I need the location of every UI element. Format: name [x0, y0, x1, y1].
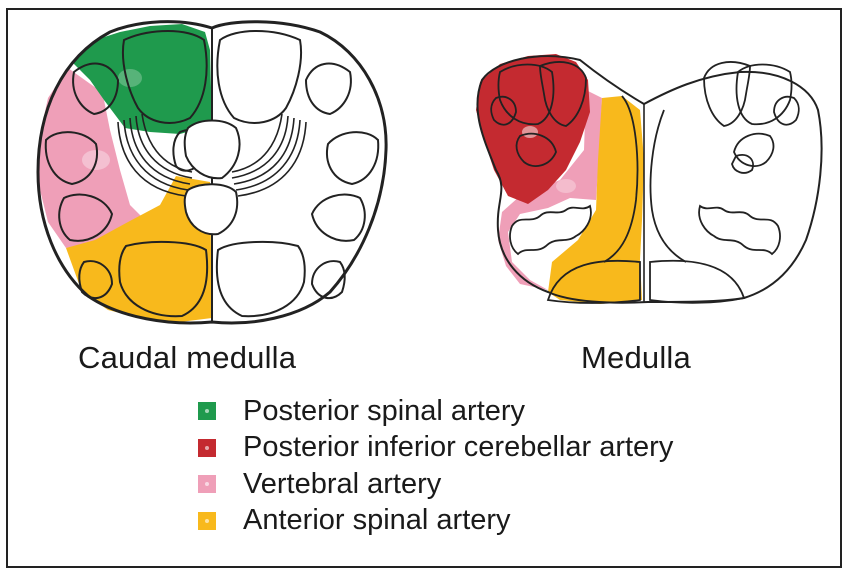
- legend-label: Posterior inferior cerebellar artery: [243, 431, 674, 464]
- legend-item-pica: Posterior inferior cerebellar artery: [198, 430, 673, 467]
- caudal-medulla-section: [36, 20, 388, 325]
- legend-label: Posterior spinal artery: [243, 394, 526, 427]
- caudal-vertebral-territory: [38, 68, 150, 248]
- legend-swatch: [198, 511, 216, 530]
- caption-medulla: Medulla: [581, 340, 691, 375]
- caption-caudal-medulla: Caudal medulla: [78, 340, 297, 375]
- legend-label: Vertebral artery: [243, 467, 442, 500]
- legend-item-posterior-spinal: Posterior spinal artery: [198, 393, 673, 430]
- legend-swatch: [198, 438, 216, 457]
- legend-label: Anterior spinal artery: [243, 504, 511, 537]
- medulla-vertebral-territory: [498, 90, 602, 290]
- medulla-anterior-spinal-territory: [548, 96, 644, 304]
- legend-swatch: [198, 402, 216, 421]
- legend-swatch: [198, 475, 216, 494]
- legend-item-anterior-spinal: Anterior spinal artery: [198, 503, 673, 540]
- legend: Posterior spinal artery Posterior inferi…: [198, 393, 673, 539]
- medulla-cross-sections: [36, 20, 823, 325]
- caudal-anterior-spinal-territory: [66, 176, 212, 322]
- caudal-posterior-spinal-territory: [72, 24, 212, 134]
- medulla-outline: [476, 55, 823, 304]
- legend-item-vertebral: Vertebral artery: [198, 466, 673, 503]
- medulla-section: [476, 54, 823, 304]
